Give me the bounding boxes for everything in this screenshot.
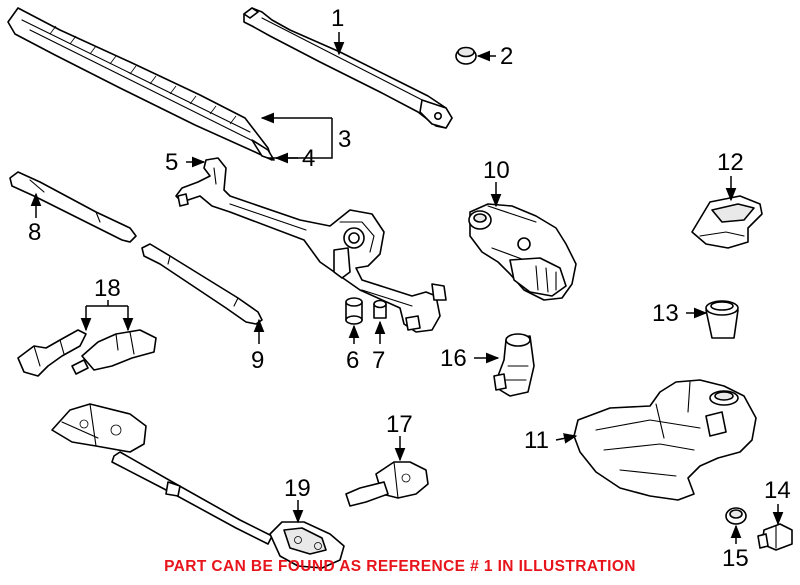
washer-hose-connectors: [17, 329, 157, 377]
callout-6: 6: [346, 347, 359, 374]
reference-note: PART CAN BE FOUND AS REFERENCE # 1 IN IL…: [164, 558, 636, 575]
wiper-pivot-cap: [691, 195, 763, 249]
callout-9: 9: [251, 347, 264, 374]
reservoir-filler-neck: [705, 300, 739, 339]
connecting-rod-lower: [141, 243, 263, 325]
bushing-7: [373, 299, 387, 319]
callout-3: 3: [338, 126, 351, 153]
washer-nozzle: [345, 461, 429, 507]
callout-4: 4: [302, 145, 315, 172]
arm-nut-cap: [455, 46, 477, 65]
callout-5: 5: [165, 149, 178, 176]
callout-12: 12: [717, 149, 744, 176]
washer-reservoir: [573, 379, 757, 501]
wiper-linkage: [175, 157, 447, 333]
wiper-blade: [7, 7, 275, 161]
connecting-rod-upper: [9, 171, 137, 243]
callout-7: 7: [372, 347, 385, 374]
callout-1: 1: [331, 5, 344, 32]
callout-16: 16: [440, 345, 467, 372]
nozzle-heater: [269, 521, 345, 569]
callout-11: 11: [524, 427, 549, 454]
callout-15: 15: [722, 545, 749, 572]
wiper-arm: [243, 7, 453, 129]
level-sensor: [757, 523, 793, 551]
callout-19: 19: [284, 475, 311, 502]
wiper-motor: [468, 203, 577, 301]
callout-18: 18: [94, 275, 121, 302]
callout-2: 2: [500, 43, 513, 70]
callout-14: 14: [764, 477, 791, 504]
washer-hose-assembly: [51, 403, 273, 545]
sensor-grommet: [725, 507, 747, 525]
bushing-6: [345, 297, 363, 325]
callout-10: 10: [483, 157, 510, 184]
callout-13: 13: [652, 300, 679, 327]
leader-lines: [30, 32, 784, 544]
callout-8: 8: [28, 219, 41, 246]
callout-17: 17: [386, 411, 413, 438]
washer-pump: [493, 333, 535, 397]
